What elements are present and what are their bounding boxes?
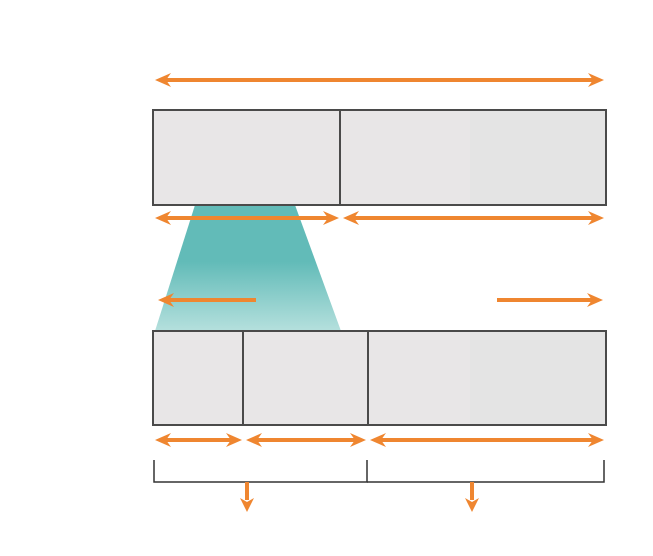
top-span-arrow-head-end (588, 73, 604, 87)
top-right-segment-arrow-head-end (588, 211, 604, 225)
bottom-segment-1-arrow-head-start (155, 433, 171, 447)
shift-right-arrow-head-end (587, 293, 603, 307)
top-right-segment-arrow-head-start (343, 211, 359, 225)
top-left-segment-arrow-head-end (323, 211, 339, 225)
bottom-segment-3-arrow-head-end (588, 433, 604, 447)
shift-left-arrow-head-end (158, 293, 174, 307)
top-span-arrow-head-start (155, 73, 171, 87)
left-down-arrow-head (240, 498, 254, 512)
bottom-segment-1-arrow-head-end (226, 433, 242, 447)
top-bar (152, 109, 607, 206)
right-down-arrow-head (465, 498, 479, 512)
bottom-segment-2-arrow-head-start (246, 433, 262, 447)
left-bracket (153, 460, 368, 483)
bottom-segment-2-arrow-head-end (350, 433, 366, 447)
teal-projection (155, 205, 341, 331)
top-left-segment-arrow-head-start (155, 211, 171, 225)
bottom-bar (152, 330, 607, 426)
right-bracket (367, 460, 605, 483)
bottom-segment-3-arrow-head-start (370, 433, 386, 447)
